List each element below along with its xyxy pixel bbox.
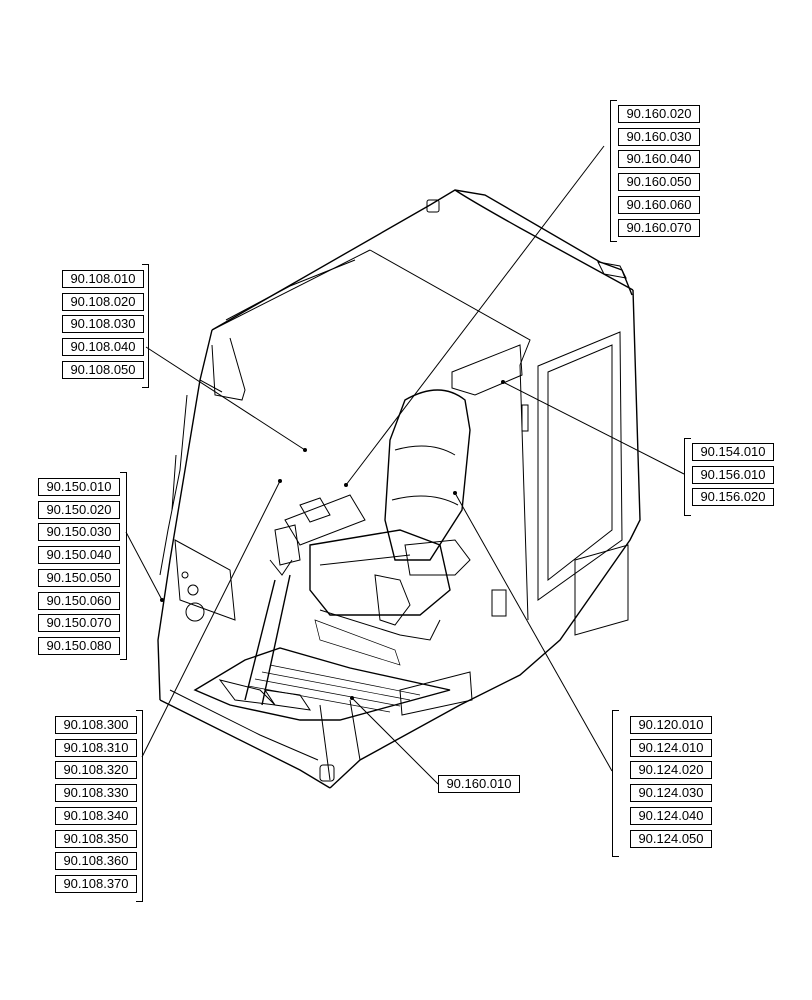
part-label-90-160-060[interactable]: 90.160.060 <box>618 195 700 214</box>
part-label-90-160-010[interactable]: 90.160.010 <box>438 775 520 793</box>
bracket-top-right <box>610 100 617 242</box>
part-label-90-160-020[interactable]: 90.160.020 <box>618 105 700 123</box>
part-label-90-108-350[interactable]: 90.108.350 <box>55 829 137 848</box>
cab-front-frame <box>157 329 246 701</box>
cab-header-block <box>451 344 523 396</box>
part-label-90-108-330[interactable]: 90.108.330 <box>55 784 137 803</box>
part-label-90-108-030[interactable]: 90.108.030 <box>62 315 144 334</box>
part-label-90-160-070[interactable]: 90.160.070 <box>618 218 700 237</box>
part-label-90-124-010[interactable]: 90.124.010 <box>630 738 712 757</box>
bracket-left-lower <box>136 710 143 902</box>
part-label-90-108-300[interactable]: 90.108.300 <box>55 716 137 734</box>
part-label-90-124-020[interactable]: 90.124.020 <box>630 761 712 780</box>
part-label-90-150-020[interactable]: 90.150.020 <box>38 500 120 519</box>
part-label-90-108-050[interactable]: 90.108.050 <box>62 360 144 379</box>
part-label-90-124-030[interactable]: 90.124.030 <box>630 784 712 803</box>
left-console <box>274 494 366 566</box>
part-label-90-150-080[interactable]: 90.150.080 <box>38 636 120 655</box>
part-label-90-124-040[interactable]: 90.124.040 <box>630 806 712 825</box>
part-label-90-160-030[interactable]: 90.160.030 <box>618 127 700 146</box>
bracket-left-upper <box>142 264 149 388</box>
floor-mat <box>193 647 451 721</box>
leader-lines <box>125 145 685 785</box>
part-label-90-108-320[interactable]: 90.108.320 <box>55 761 137 780</box>
part-label-90-108-020[interactable]: 90.108.020 <box>62 292 144 311</box>
cab-floor <box>159 671 473 789</box>
part-label-90-156-010[interactable]: 90.156.010 <box>692 465 774 484</box>
operator-seat <box>309 389 471 666</box>
part-label-90-124-050[interactable]: 90.124.050 <box>630 829 712 848</box>
bracket-left-middle <box>120 472 127 660</box>
part-label-90-150-010[interactable]: 90.150.010 <box>38 478 120 496</box>
part-label-90-108-310[interactable]: 90.108.310 <box>55 738 137 757</box>
part-label-90-120-010[interactable]: 90.120.010 <box>630 716 712 734</box>
part-label-90-154-010[interactable]: 90.154.010 <box>692 443 774 461</box>
dash-panel <box>174 539 236 622</box>
part-label-90-150-050[interactable]: 90.150.050 <box>38 568 120 587</box>
part-label-90-156-020[interactable]: 90.156.020 <box>692 488 774 507</box>
part-label-90-160-040[interactable]: 90.160.040 <box>618 150 700 169</box>
bracket-right-middle <box>684 438 691 516</box>
part-label-90-150-070[interactable]: 90.150.070 <box>38 614 120 633</box>
part-label-90-108-010[interactable]: 90.108.010 <box>62 270 144 288</box>
part-label-90-150-060[interactable]: 90.150.060 <box>38 591 120 610</box>
part-label-90-108-370[interactable]: 90.108.370 <box>55 874 137 893</box>
part-label-90-108-040[interactable]: 90.108.040 <box>62 338 144 357</box>
part-label-90-150-030[interactable]: 90.150.030 <box>38 523 120 542</box>
bracket-right-lower <box>612 710 619 857</box>
cab-roof <box>211 189 634 366</box>
travel-levers <box>244 559 293 706</box>
cab-side-panel <box>329 289 641 789</box>
part-label-90-150-040[interactable]: 90.150.040 <box>38 546 120 565</box>
part-label-90-160-050[interactable]: 90.160.050 <box>618 173 700 192</box>
part-label-90-108-360[interactable]: 90.108.360 <box>55 852 137 871</box>
part-label-90-108-340[interactable]: 90.108.340 <box>55 806 137 825</box>
